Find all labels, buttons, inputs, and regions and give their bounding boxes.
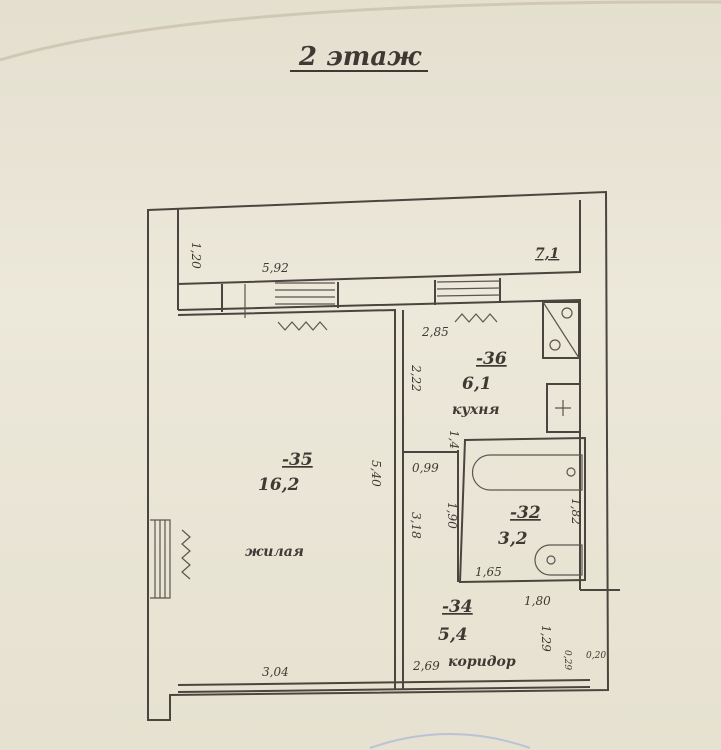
stamp: [369, 733, 531, 749]
kitchen-name: кухня: [452, 402, 500, 418]
bathroom-length: 1,82: [569, 498, 583, 525]
radiator-icon: [454, 313, 498, 323]
kitchen-length: 2,22: [409, 364, 423, 392]
corridor-dim-3: 0,20: [586, 651, 606, 661]
balcony-width: 5,92: [262, 261, 289, 275]
bathroom-number: -32: [510, 503, 541, 523]
balcony-depth: 1,20: [189, 242, 203, 269]
radiator-icon: [181, 529, 191, 580]
bathroom-area: 3,2: [498, 529, 528, 549]
corridor-number: -34: [442, 597, 473, 617]
living-room-length: 5,40: [369, 460, 383, 487]
balcony-area: 7,1: [535, 246, 559, 262]
bathtub-icon: [471, 454, 583, 491]
walls: [147, 190, 620, 721]
door-dim: 1,4: [447, 430, 461, 449]
stove-icon: [542, 301, 580, 359]
living-room-name: жилая: [245, 544, 304, 560]
sink-icon: [546, 383, 581, 433]
corridor-dim-1: 1,29: [539, 625, 553, 652]
bathroom-width: 1,65: [475, 565, 502, 579]
plan-title: 2 этаж: [298, 42, 422, 72]
living-room-number: -35: [282, 450, 313, 470]
kitchen-area: 6,1: [462, 374, 492, 394]
corridor-width: 2,69: [412, 659, 440, 673]
living-room-area: 16,2: [258, 475, 300, 495]
bath-wall-width: 1,80: [524, 594, 551, 608]
radiator-icon: [277, 321, 328, 331]
living-room-width: 3,04: [262, 665, 289, 679]
kitchen-number: -36: [476, 349, 507, 369]
corridor-length: 3,18: [409, 512, 423, 539]
corridor-name: коридор: [448, 654, 516, 670]
kitchen-width: 2,85: [421, 325, 449, 339]
corridor-dim-2: 0,29: [562, 650, 572, 670]
corridor-area: 5,4: [438, 625, 468, 645]
corridor-niche: 0,99: [412, 461, 439, 475]
toilet-icon: [534, 544, 583, 576]
page-edge: [0, 0, 721, 62]
bathroom-side: 1,90: [445, 502, 459, 529]
